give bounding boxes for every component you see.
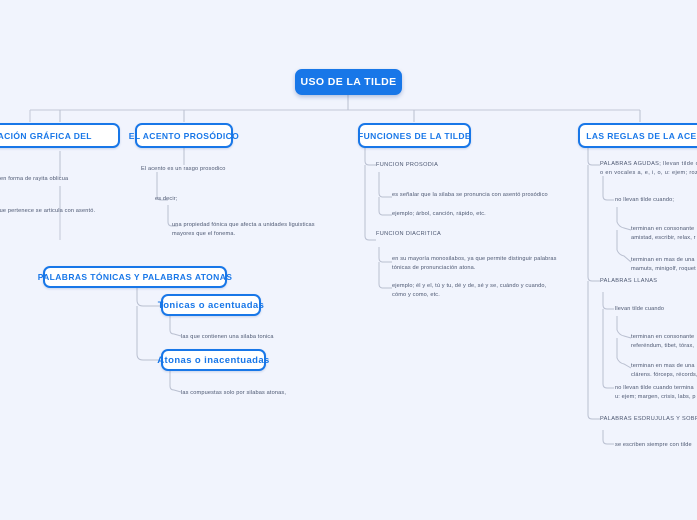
- leaf-palabras-llanas: PALABRAS LLANAS: [600, 278, 658, 284]
- leaf-atonas-definicion: las compuestas solo por silabas atonas,: [181, 390, 287, 396]
- leaf-funcion-diacritica: FUNCION DIACRITICA: [376, 231, 442, 237]
- node-tonicas-acentuadas[interactable]: Tonicas o acentuadas: [158, 294, 264, 316]
- leaf-agudas-no-llevan: no llevan tilde cuando;: [615, 197, 675, 203]
- leaf-palabras-agudas: PALABRAS AGUDAS; llevan tilde cua o en v…: [600, 161, 697, 176]
- leaf-diacritica-ejemplo: ejemplo; él y el, tú y tu, dé y de, sé y…: [392, 283, 547, 298]
- node-label: PALABRAS TÓNICAS Y PALABRAS ATONAS: [37, 272, 233, 282]
- leaf-prosodia-senalar: es señalar que la silaba se pronuncia co…: [392, 192, 548, 198]
- leaf-esdrujulas-siempre: se escriben siempre con tilde: [615, 442, 692, 448]
- leaf-llanas-no-llevan: no llevan tilde cuando termina u: ejem; …: [615, 385, 696, 400]
- leaf-llanas-llevan: llevan tilde cuando: [615, 306, 665, 312]
- root-node-uso-de-la-tilde[interactable]: USO DE LA TILDE: [295, 69, 402, 95]
- branch-node-label: EL ACENTO PROSÓDICO: [128, 130, 240, 141]
- leaf-llanas-consonante: terminan en consonante referéndum, tibet…: [631, 334, 695, 349]
- leaf-rayita-oblicua: o en forma de rayita oblicua: [0, 176, 69, 182]
- leaf-palabras-esdrujulas: PALABRAS ESDRUJULAS Y SOBREES: [600, 416, 697, 422]
- node-label: Tonicas o acentuadas: [157, 299, 265, 311]
- branch-node-label: LAS REGLAS DE LA ACENTUA: [586, 130, 697, 141]
- branch-node-representacion-grafica[interactable]: NTACIÓN GRÁFICA DEL: [0, 123, 120, 148]
- leaf-agudas-mas-de-una: terminan en mas de una mamuts, minigolf,…: [631, 257, 696, 272]
- leaf-diacritica-monosilabos: en su mayoría monosilabos, ya que permit…: [392, 256, 557, 271]
- leaf-tonicas-definicion: las que contienen una silaba tonica: [181, 334, 274, 340]
- leaf-llanas-mas-de-una: terminan en mas de una clárens. fórceps,…: [631, 363, 697, 378]
- root-node-label: USO DE LA TILDE: [300, 76, 397, 88]
- branch-node-acento-prosodico[interactable]: EL ACENTO PROSÓDICO: [129, 123, 239, 148]
- branch-node-reglas-acentuacion[interactable]: LAS REGLAS DE LA ACENTUA: [578, 123, 697, 148]
- node-atonas-inacentuadas[interactable]: Atonas o inacentuadas: [157, 349, 269, 371]
- leaf-articula-con-acento: la que pertenece se articula con asentó.: [0, 208, 96, 214]
- leaf-es-decir: es decir;: [155, 196, 178, 202]
- node-label: Atonas o inacentuadas: [157, 354, 270, 366]
- leaf-propiedad-fonica: una propiedad fónica que afecta a unidad…: [172, 222, 315, 237]
- branch-node-label: FUNCIONES DE LA TILDE: [358, 130, 471, 141]
- leaf-rasgo-prosodico: El acento es un rasgo prosodico: [141, 166, 226, 172]
- branch-node-funciones-de-la-tilde[interactable]: FUNCIONES DE LA TILDE: [358, 123, 471, 148]
- leaf-funcion-prosodia: FUNCION PROSODIA: [376, 162, 439, 168]
- leaf-prosodia-ejemplo: ejemplo; árbol, canción, rápido, etc.: [392, 211, 486, 217]
- node-palabras-tonicas-atonas[interactable]: PALABRAS TÓNICAS Y PALABRAS ATONAS: [38, 266, 232, 288]
- branch-node-label: NTACIÓN GRÁFICA DEL: [0, 130, 92, 141]
- leaf-agudas-consonante: terminan en consonante amistad, escribir…: [631, 226, 696, 241]
